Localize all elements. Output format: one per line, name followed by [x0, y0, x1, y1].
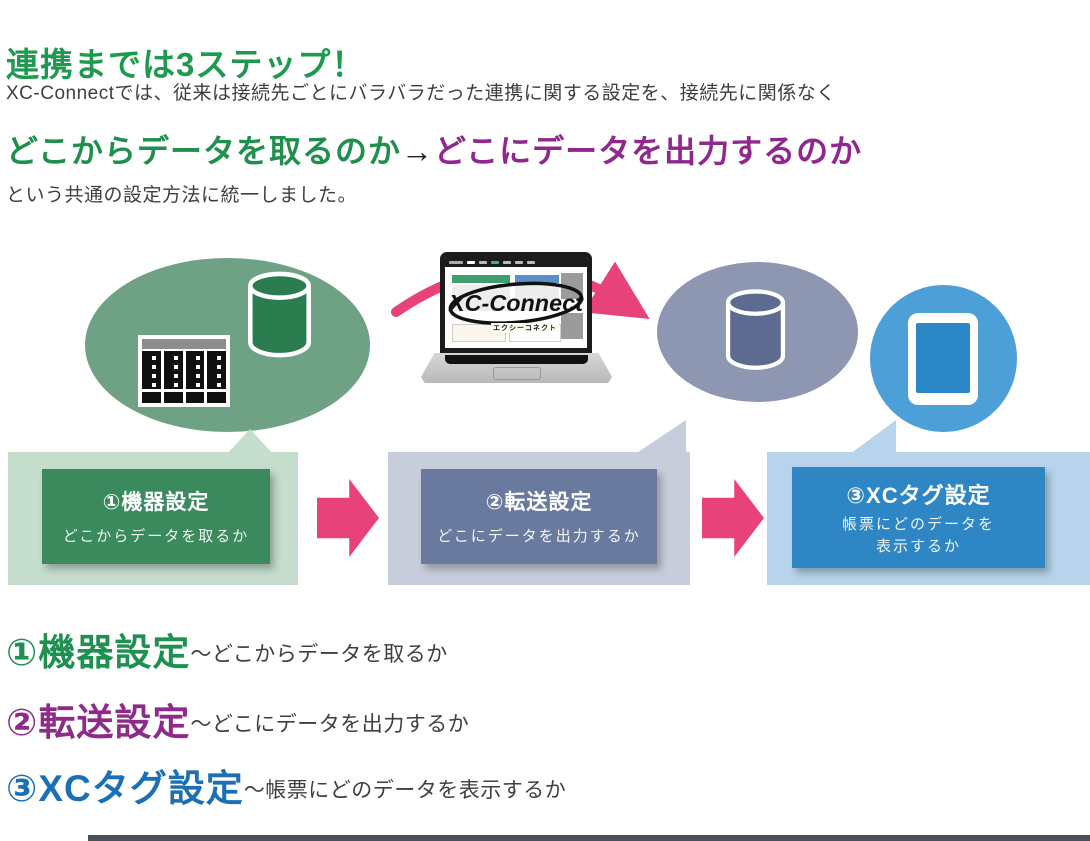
server-rack-top — [142, 339, 226, 349]
arrow-right-icon — [317, 479, 379, 557]
legend-item-1: ①機器設定～どこからデータを取るか — [6, 622, 448, 676]
step1-subtitle: どこからデータを取るか — [62, 527, 250, 545]
laptop-panel-green — [452, 275, 510, 283]
arrow-right-icon — [702, 479, 764, 557]
flow-phrase: どこからデータを取るのか→どこにデータを出力するのか — [6, 126, 862, 172]
step2-subtitle: どこにデータを出力するか — [437, 527, 641, 545]
step1-title: ①機器設定 — [102, 490, 210, 514]
legend-item-2: ②転送設定～どこにデータを出力するか — [6, 692, 469, 746]
legend3-title: ③XCタグ設定 — [6, 768, 244, 809]
step3-card: ③XCタグ設定 帳票にどのデータを 表示するか — [767, 452, 1090, 585]
step2-card: ②転送設定 どこにデータを出力するか — [388, 452, 690, 585]
server-rack-icon — [138, 335, 230, 407]
legend-item-3: ③XCタグ設定～帳票にどのデータを表示するか — [6, 758, 566, 812]
intro-text: XC-Connectでは、従来は接続先ごとにバラバラだった連携に関する設定を、接… — [6, 83, 836, 104]
step2-bubble-tail — [635, 420, 686, 454]
flow-arrow-glyph: → — [401, 133, 435, 169]
step1-inner-box: ①機器設定 どこからデータを取るか — [42, 469, 270, 564]
step3-bubble-tail — [850, 420, 896, 454]
server-rack-columns — [142, 351, 226, 403]
laptop-screen: XC-Connect エクシーコネクト — [440, 252, 592, 353]
source-database-icon — [248, 271, 311, 358]
flow-source-text: どこからデータを取るのか — [6, 133, 402, 169]
next-section-divider — [88, 835, 1090, 841]
outro-text: という共通の設定方法に統一しました。 — [6, 185, 358, 206]
step2-inner-box: ②転送設定 どこにデータを出力するか — [421, 469, 657, 564]
step3-subtitle: 帳票にどのデータを 表示するか — [841, 515, 995, 555]
xc-connect-logo: XC-Connect — [447, 281, 584, 325]
laptop-touchpad — [493, 367, 541, 380]
legend2-title: ②転送設定 — [6, 702, 191, 743]
legend2-description: ～どこにデータを出力するか — [190, 713, 470, 736]
tablet-icon — [908, 313, 978, 405]
flow-dest-text: どこにデータを出力するのか — [434, 133, 863, 169]
xc-connect-logo-text: XC-Connect — [447, 290, 584, 316]
xc-connect-logo-katakana: エクシーコネクト — [491, 323, 559, 333]
step3-title: ③XCタグ設定 — [846, 482, 991, 508]
legend1-description: ～どこからデータを取るか — [190, 643, 448, 666]
step2-title: ②転送設定 — [485, 490, 593, 514]
step3-inner-box: ③XCタグ設定 帳票にどのデータを 表示するか — [792, 467, 1045, 568]
page-title: 連携までは3ステップ！ — [6, 46, 366, 84]
legend1-title: ①機器設定 — [6, 632, 191, 673]
legend3-description: ～帳票にどのデータを表示するか — [243, 779, 567, 802]
laptop-navbar — [445, 257, 587, 267]
step1-card: ①機器設定 どこからデータを取るか — [8, 452, 298, 585]
laptop-panel-blue — [515, 275, 559, 283]
transfer-database-icon — [725, 289, 786, 370]
laptop-base — [421, 353, 612, 383]
